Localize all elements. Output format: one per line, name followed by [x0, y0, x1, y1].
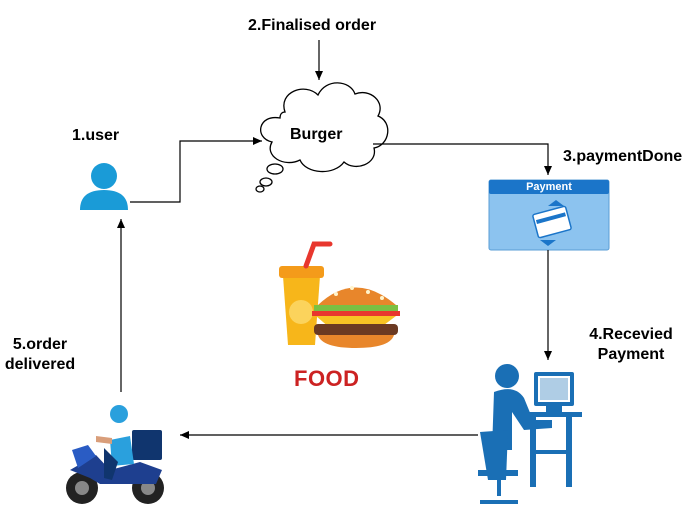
label-order-delivered-line1: 5.order [12, 336, 68, 353]
user-icon [80, 163, 128, 210]
thought-cloud [255, 82, 389, 193]
payment-card-icon [488, 179, 610, 251]
label-order-delivered-line2: delivered [4, 356, 76, 373]
food-illustration [279, 241, 400, 348]
cloud-label-burger: Burger [290, 126, 343, 143]
label-received-payment-line2: Payment [597, 346, 665, 363]
label-received-payment: 4.Recevied Payment [586, 326, 676, 364]
card-transfer-icon [532, 200, 572, 246]
label-order-delivered: 5.order delivered [0, 336, 80, 374]
arrow-cloud-to-payment [373, 143, 552, 175]
label-received-payment-line1: 4.Recevied [589, 326, 673, 343]
food-label: FOOD [294, 366, 360, 391]
arrow-user-to-cloud [130, 137, 262, 203]
delivery-rider-icon [66, 405, 164, 504]
label-payment-done: 3.paymentDone [563, 148, 683, 165]
desk-worker-icon [478, 364, 582, 504]
label-user: 1.user [72, 127, 120, 144]
label-finalised-order: 2.Finalised order [248, 17, 377, 34]
payment-card-header: Payment [526, 181, 572, 193]
